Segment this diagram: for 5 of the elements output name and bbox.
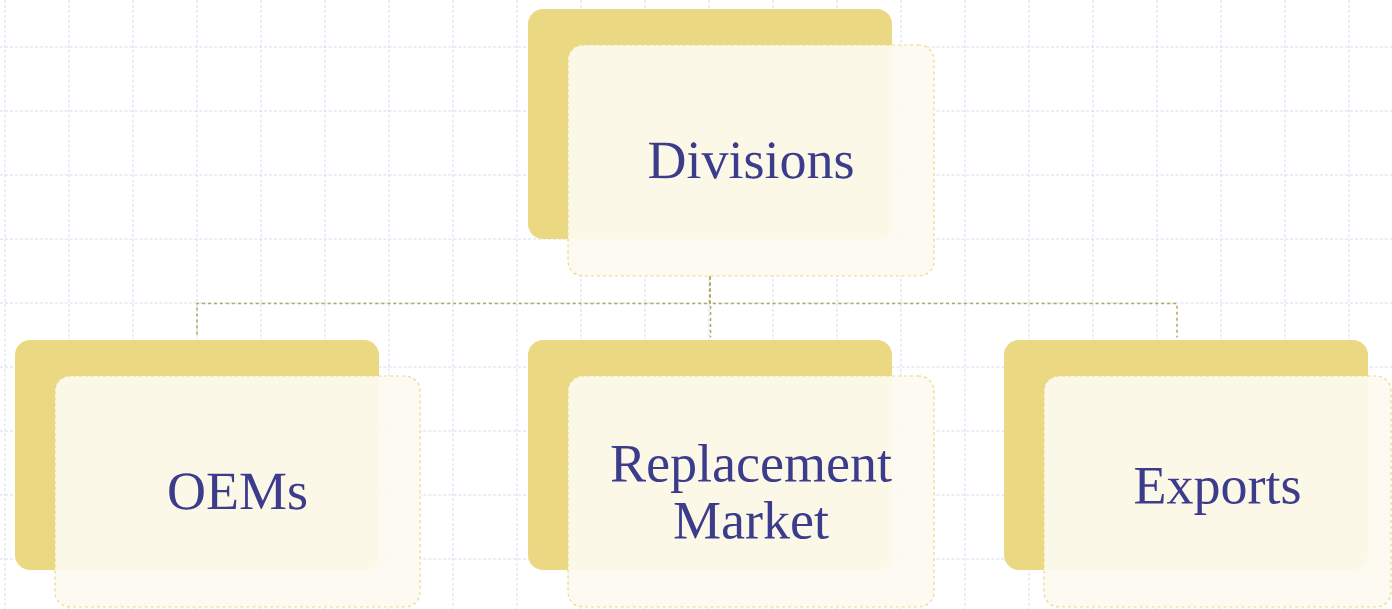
org-box: Replacement Market — [528, 340, 935, 608]
org-box: Divisions — [528, 9, 935, 277]
org-box: Exports — [1004, 340, 1392, 608]
connector-line — [709, 275, 1178, 339]
org-box: OEMs — [15, 340, 421, 608]
